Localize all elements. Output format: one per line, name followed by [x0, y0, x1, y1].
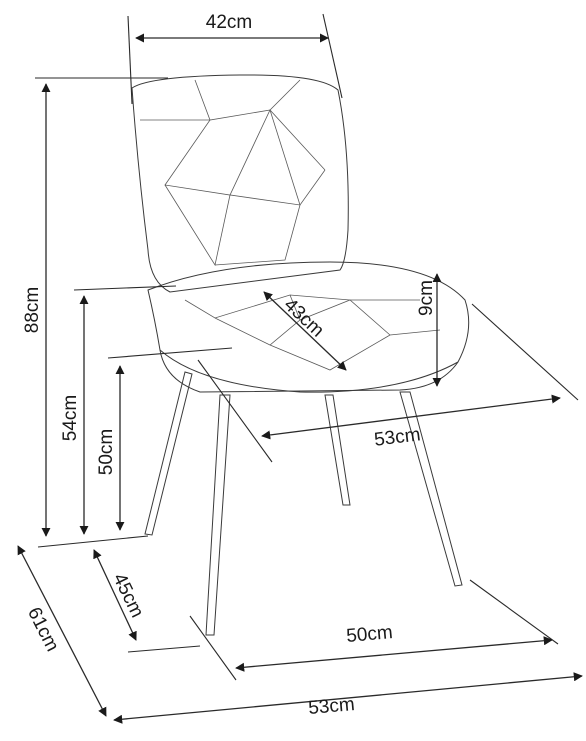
label-leg-spread-front: 50cm [345, 622, 393, 647]
dim-seat-width: 53cm [197, 303, 579, 463]
floor-line [37, 535, 149, 548]
label-seat-height: 50cm [96, 429, 117, 475]
dim-top-width: 42cm [127, 12, 343, 105]
dim-cushion-thickness: 9cm [416, 273, 442, 387]
leg-back-right [324, 394, 351, 506]
chair-seat [147, 261, 470, 393]
label-top-width: 42cm [206, 12, 252, 33]
leg-back-left [144, 371, 193, 536]
dim-leg-spread-front: 50cm [189, 579, 559, 681]
label-seat-width: 53cm [373, 424, 422, 451]
dim-seat-height: 50cm [96, 347, 233, 531]
label-total-depth: 61cm [23, 604, 63, 655]
label-leg-spread-side: 45cm [108, 570, 147, 621]
dim-seat-depth-diag: 43cm [263, 291, 347, 371]
chair-backrest [131, 74, 349, 293]
label-cushion-thickness: 9cm [416, 280, 437, 316]
dim-armless-height: 54cm [60, 285, 177, 535]
label-seat-depth-diag: 43cm [280, 294, 328, 341]
label-total-height: 88cm [22, 287, 43, 333]
chair-illustration [131, 74, 470, 636]
leg-front-left [205, 394, 231, 636]
label-armless-height: 54cm [60, 395, 81, 441]
chair-legs [144, 371, 463, 636]
dim-total-depth: 61cm [17, 545, 107, 717]
leg-front-right [399, 391, 463, 587]
dim-total-height: 88cm [22, 77, 168, 537]
backrest-tufting [140, 79, 326, 267]
chair-seat-edge [159, 349, 459, 393]
label-total-width: 53cm [307, 694, 355, 719]
dim-leg-spread-side: 45cm [93, 549, 201, 653]
dim-total-width: 53cm [113, 672, 583, 724]
